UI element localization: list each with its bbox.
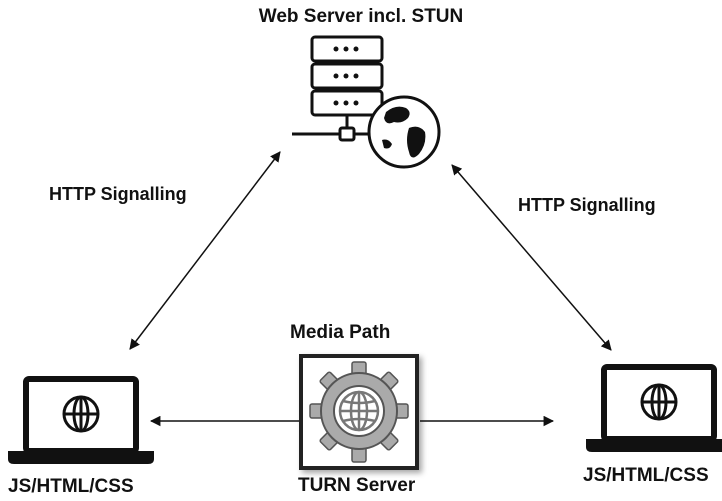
http-signalling-label-left: HTTP Signalling xyxy=(49,184,187,204)
client-right-label: JS/HTML/CSS xyxy=(583,465,709,486)
signalling-arrow-left xyxy=(129,151,281,350)
server-icon xyxy=(292,35,384,142)
turn-server-label: TURN Server xyxy=(298,475,416,496)
globe-icon xyxy=(640,383,678,421)
media-path-label: Media Path xyxy=(290,322,391,343)
globe-icon xyxy=(367,95,441,169)
gear-icon xyxy=(309,361,409,463)
client-left-label: JS/HTML/CSS xyxy=(8,476,134,497)
signalling-arrow-right xyxy=(451,164,612,351)
laptop-icon-right xyxy=(586,364,722,452)
web-server-label: Web Server incl. STUN xyxy=(258,6,464,27)
laptop-icon-left xyxy=(8,376,154,464)
turn-server-icon xyxy=(299,354,419,470)
globe-icon xyxy=(62,395,100,433)
http-signalling-label-right: HTTP Signalling xyxy=(518,195,656,215)
